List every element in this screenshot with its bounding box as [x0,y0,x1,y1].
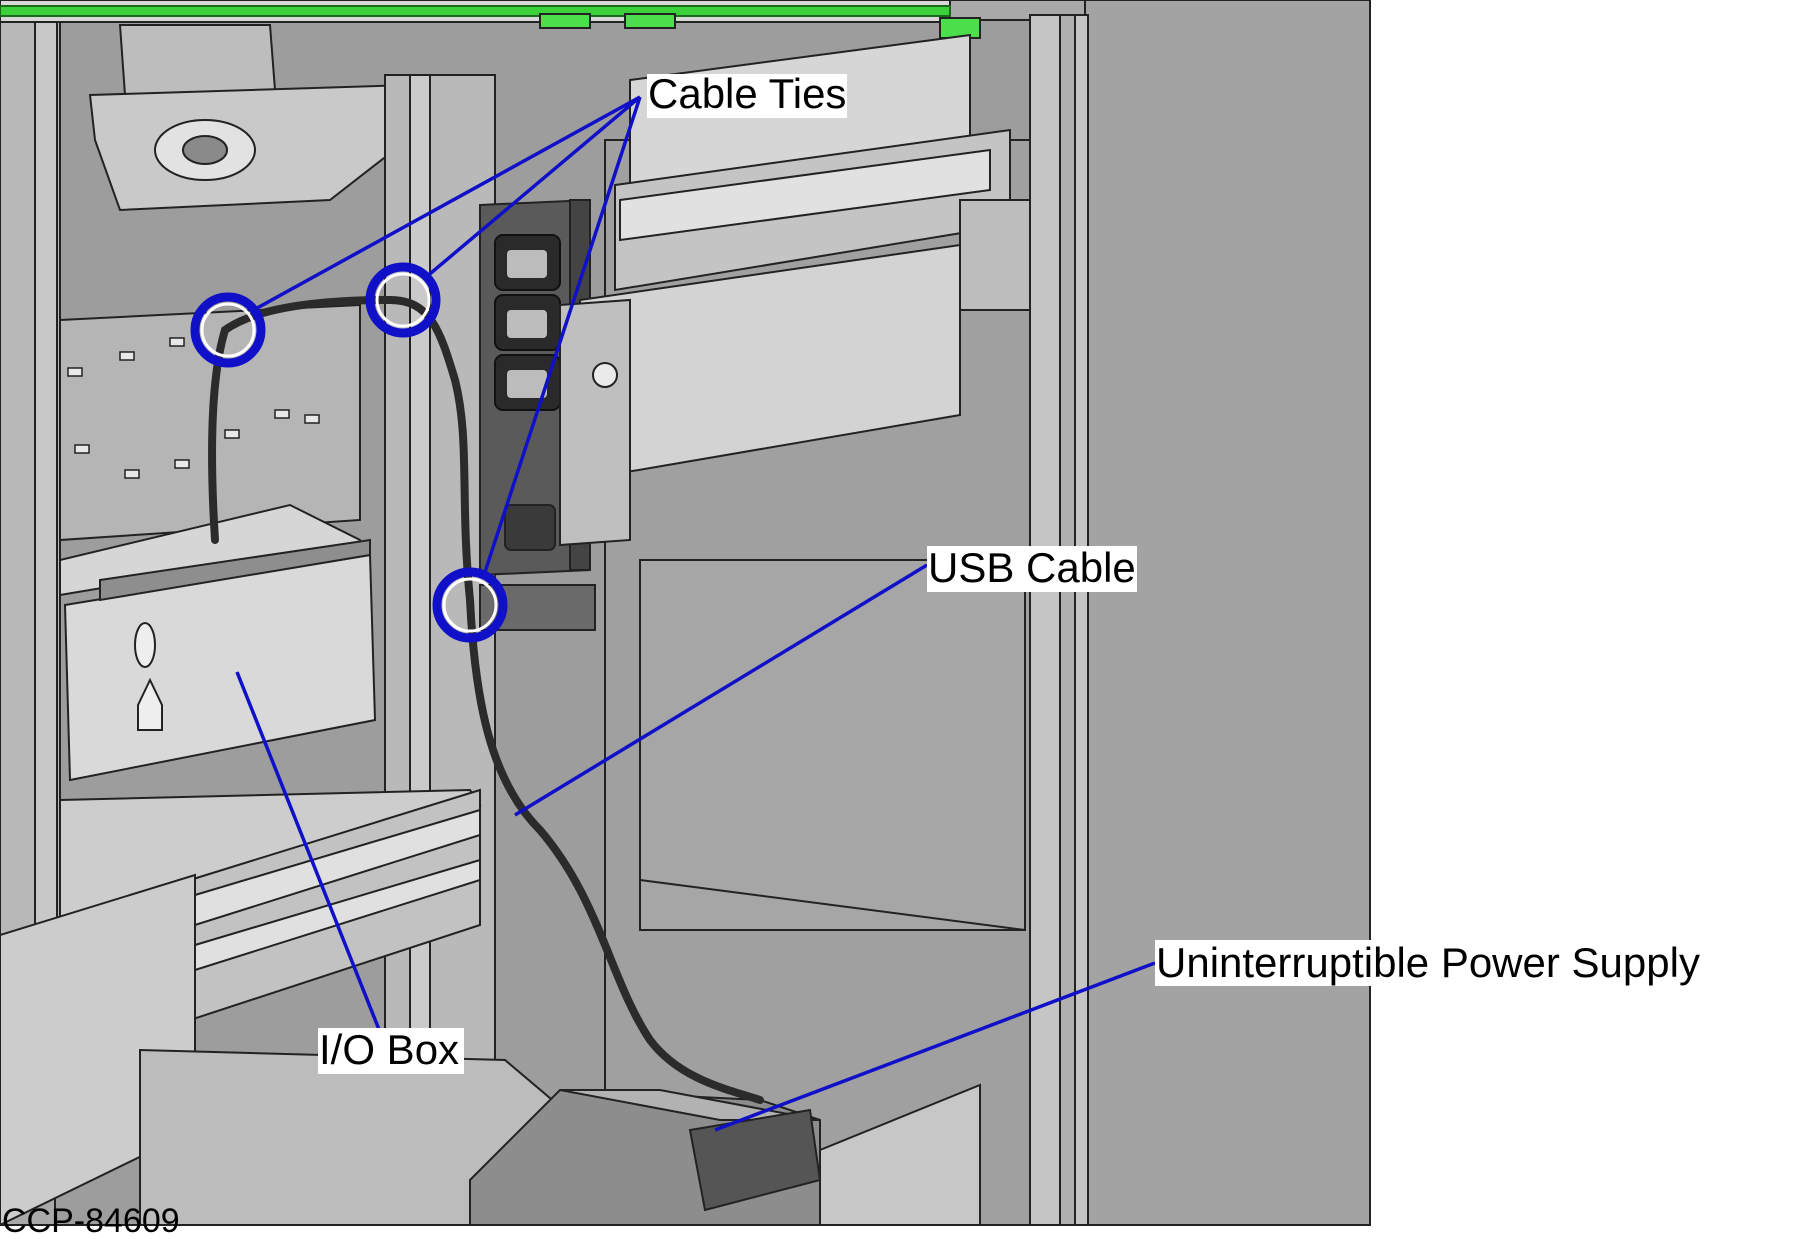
callout-io-box: I/O Box [318,1026,464,1074]
label-cable-ties: Cable Ties [648,70,846,117]
label-usb-cable: USB Cable [928,544,1136,591]
callout-ups: Uninterruptible Power Supply [1155,939,1703,986]
usb-cable [208,295,764,1104]
label-ups: Uninterruptible Power Supply [1156,939,1700,986]
leader-lines [235,95,1156,1132]
cable-tie-rings [190,262,508,643]
callout-cable-ties: Cable Ties [647,70,847,118]
top-green-strip [0,0,981,39]
cable-tie-1 [190,292,266,368]
label-io-box: I/O Box [319,1026,459,1073]
callout-usb-cable: USB Cable [927,544,1137,592]
document-id: CCP-84609 [2,1202,180,1239]
cable-tie-3 [432,567,508,643]
io-box [59,503,377,782]
upper-rail-bracket [559,33,1031,547]
cable-tie-2 [365,262,441,338]
fan-assembly [88,24,422,212]
